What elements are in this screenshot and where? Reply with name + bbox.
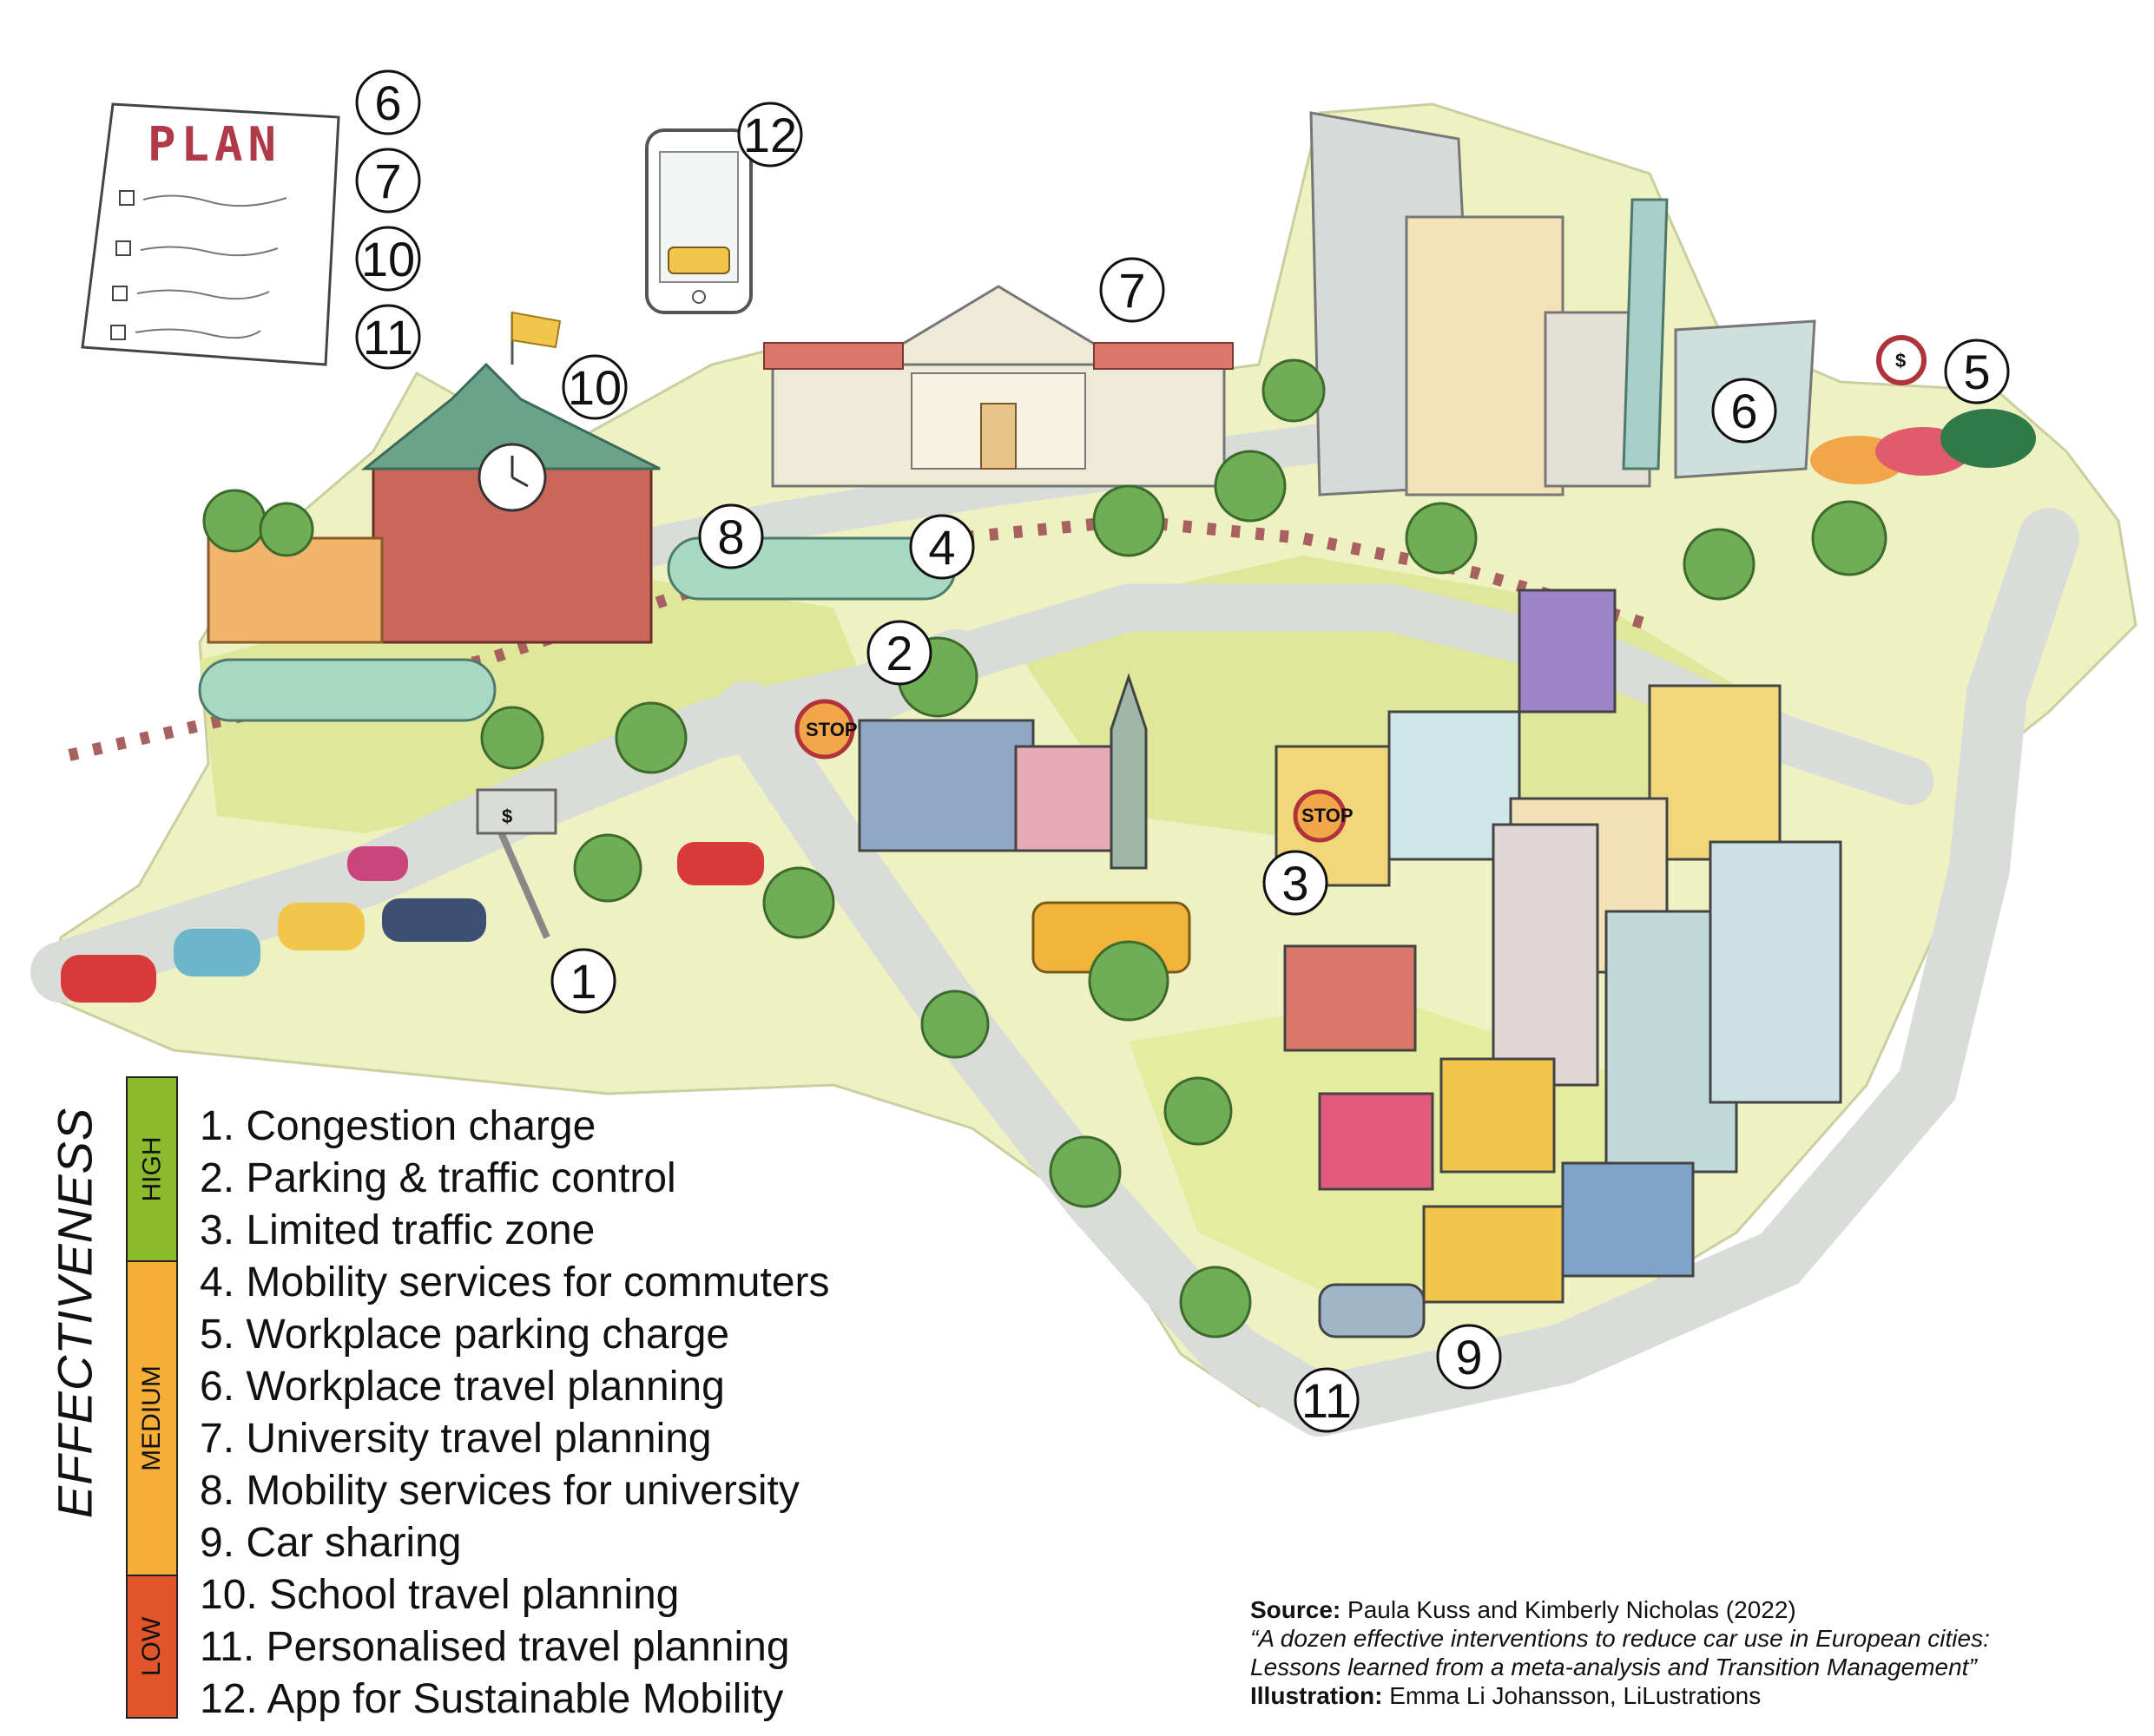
- stop-sign-label: STOP: [1301, 805, 1354, 826]
- list-item: 4. Mobility services for commuters: [200, 1259, 830, 1305]
- svg-text:3: 3: [1281, 856, 1308, 911]
- office-towers: [1309, 111, 1816, 496]
- source-title-line-2: Lessons learned from a meta-analysis and…: [1250, 1654, 1977, 1680]
- car: [278, 903, 365, 950]
- parking-charge-sign-symbol: $: [1895, 350, 1906, 372]
- list-item: 7. University travel planning: [200, 1416, 712, 1462]
- svg-text:4: 4: [928, 520, 955, 575]
- illustration-line: Illustration: Emma Li Johansson, LiLustr…: [1250, 1681, 1990, 1710]
- level-low: LOW: [128, 1576, 176, 1717]
- marker-10-plan: 10: [355, 226, 421, 292]
- svg-text:2: 2: [886, 626, 912, 681]
- phone-app: [645, 128, 753, 314]
- svg-text:5: 5: [1963, 345, 1990, 399]
- legend-title: EFFECTIVENESS: [35, 1007, 115, 1619]
- marker-2: 2: [866, 620, 932, 686]
- svg-text:10: 10: [568, 360, 622, 415]
- svg-text:6: 6: [1730, 384, 1757, 438]
- car: [174, 929, 260, 976]
- list-item: 8. Mobility services for university: [200, 1468, 800, 1514]
- svg-text:12: 12: [743, 108, 797, 162]
- svg-text:9: 9: [1455, 1330, 1482, 1384]
- marker-7-plan: 7: [355, 148, 421, 214]
- marker-12: 12: [737, 102, 803, 168]
- parking-charge-sign: [1876, 335, 1927, 385]
- marker-8: 8: [698, 503, 764, 569]
- stop-sign-label: STOP: [806, 719, 858, 740]
- marker-3: 3: [1262, 850, 1328, 916]
- svg-text:7: 7: [374, 154, 401, 208]
- marker-6: 6: [1711, 378, 1777, 444]
- svg-text:8: 8: [717, 510, 744, 564]
- road-loop: [1289, 508, 2079, 1437]
- illustrator-name: Emma Li Johansson, LiLustrations: [1389, 1682, 1762, 1709]
- road-diagonal: [716, 681, 1350, 1437]
- list-item: 9. Car sharing: [200, 1520, 462, 1566]
- list-item: 11. Personalised travel planning: [200, 1624, 790, 1670]
- marker-9: 9: [1436, 1324, 1502, 1390]
- source-line: Source: Paula Kuss and Kimberly Nicholas…: [1250, 1595, 1990, 1624]
- car: [61, 955, 156, 1003]
- marker-5: 5: [1944, 339, 2010, 404]
- car: [347, 846, 408, 881]
- playground: [207, 536, 384, 644]
- car: [677, 842, 764, 885]
- legend-title-text: EFFECTIVENESS: [47, 1107, 102, 1519]
- source-citation: Source: Paula Kuss and Kimberly Nicholas…: [1250, 1595, 1990, 1710]
- list-item: 2. Parking & traffic control: [200, 1155, 676, 1201]
- list-item: 6. Workplace travel planning: [200, 1364, 725, 1410]
- list-item: 12. App for Sustainable Mobility: [200, 1676, 784, 1722]
- car: [382, 898, 486, 942]
- trees: [202, 358, 1887, 1338]
- tram: [198, 658, 497, 722]
- plan-sheet: PLAN: [81, 102, 340, 366]
- road-main: [30, 629, 985, 1003]
- car: [1940, 409, 2036, 468]
- marker-7: 7: [1099, 257, 1165, 323]
- congestion-charge-gate: $: [476, 788, 557, 939]
- stop-sign: [1293, 789, 1347, 843]
- road-inner: [931, 583, 1934, 806]
- shared-car: [1318, 1283, 1426, 1338]
- marker-10: 10: [562, 354, 628, 420]
- school-building: [360, 311, 661, 644]
- svg-text:6: 6: [374, 76, 401, 130]
- level-high-label: HIGH: [137, 1136, 166, 1202]
- svg-text:11: 11: [363, 310, 413, 365]
- downtown-houses: [858, 589, 1842, 1304]
- level-low-label: LOW: [137, 1616, 166, 1677]
- svg-text:1: 1: [570, 954, 596, 1009]
- level-medium: MEDIUM: [128, 1262, 176, 1576]
- svg-text:7: 7: [1118, 263, 1145, 318]
- marker-11-plan: 11: [355, 304, 421, 370]
- list-item: 3. Limited traffic zone: [200, 1207, 596, 1253]
- source-authors: Paula Kuss and Kimberly Nicholas (2022): [1347, 1596, 1796, 1623]
- effectiveness-scale: HIGH MEDIUM LOW: [126, 1076, 178, 1719]
- plan-markers: 6 7 10 11: [355, 69, 421, 370]
- source-label: Source:: [1250, 1596, 1341, 1623]
- congestion-charge-symbol: $: [502, 806, 512, 827]
- level-high: HIGH: [128, 1078, 176, 1262]
- university-building: [763, 285, 1234, 488]
- marker-4: 4: [909, 514, 975, 580]
- list-item: 10. School travel planning: [200, 1572, 680, 1618]
- marker-6-plan: 6: [355, 69, 421, 135]
- list-item: 5. Workplace parking charge: [200, 1312, 730, 1358]
- svg-text:11: 11: [1301, 1373, 1352, 1428]
- illustration-label: Illustration:: [1250, 1682, 1383, 1709]
- map-markers: 1 2 3 4 5 6 7 8 9 10 11 12: [550, 102, 2010, 1433]
- svg-text:10: 10: [361, 232, 415, 286]
- marker-1: 1: [550, 948, 616, 1014]
- level-medium-label: MEDIUM: [137, 1365, 166, 1471]
- plan-title: PLAN: [148, 117, 281, 172]
- source-title-line-1: “A dozen effective interventions to redu…: [1250, 1625, 1990, 1652]
- intervention-list: 1. Congestion charge 2. Parking & traffi…: [200, 1101, 830, 1726]
- stop-sign: [794, 699, 855, 760]
- marker-11: 11: [1294, 1367, 1360, 1433]
- list-item: 1. Congestion charge: [200, 1103, 596, 1149]
